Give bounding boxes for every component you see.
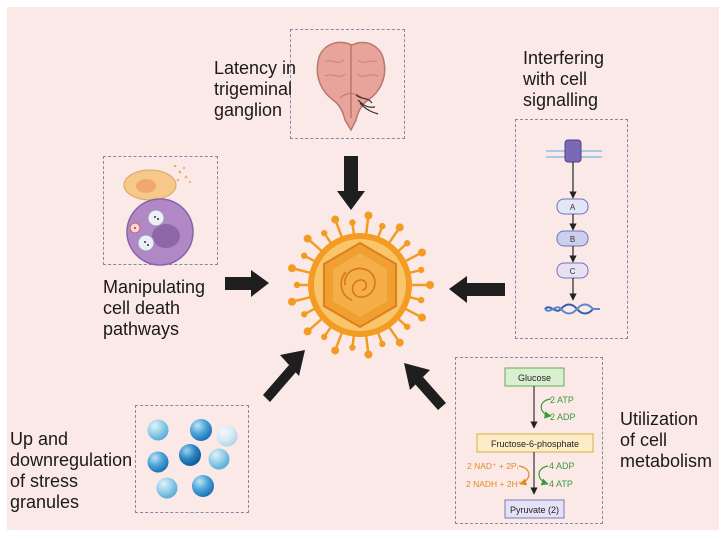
atp-in-text: 2 ATP — [550, 395, 574, 405]
signal-label-c: C — [570, 267, 576, 276]
virus-spike-head — [395, 223, 404, 232]
virus-spike-head — [349, 219, 356, 226]
f6p-text: Fructose-6-phosphate — [491, 439, 579, 449]
virus-spike-head — [364, 350, 373, 359]
glucose-text: Glucose — [518, 373, 551, 383]
virus-spike-head — [331, 215, 340, 224]
arrow-from-cell-death — [225, 270, 269, 297]
signal-label-b: B — [570, 235, 575, 244]
glycolysis-icon: Glucose 2 ATP 2 ADP Fructose-6-phosphate… — [466, 367, 594, 519]
nadh-out-text: 2 NADH + 2H⁺ — [466, 479, 523, 489]
arrow-from-stress-granules — [263, 350, 305, 402]
virus-spike-head — [321, 229, 328, 237]
signalling-pathway-icon: A B C — [544, 139, 602, 315]
arrow-from-latency — [337, 156, 365, 210]
virus-spike-head — [349, 344, 356, 351]
f6p-box — [476, 433, 594, 453]
virus-spike-head — [379, 222, 386, 230]
virus-spike-head — [403, 323, 411, 330]
virus-spike-head — [364, 211, 373, 220]
virus-icon — [308, 233, 412, 337]
virus-spike-head — [417, 248, 426, 257]
virus-spike-head — [379, 340, 386, 348]
stress-granule-panel — [135, 405, 249, 513]
virus-spike-head — [417, 296, 425, 304]
arrows — [225, 156, 505, 410]
pyruvate-text: Pyruvate (2) — [510, 505, 559, 515]
metabolism-panel — [455, 357, 603, 524]
virus-spike-head — [403, 240, 411, 247]
pyruvate-box — [504, 499, 565, 519]
adp-out-text: 2 ADP — [550, 412, 576, 422]
virus-spike-head — [331, 346, 340, 355]
virus-spike-head — [301, 252, 308, 259]
virus-spike-head — [426, 281, 434, 289]
virus-spike-head — [293, 281, 301, 289]
virus-spike-head — [395, 338, 404, 347]
virus-spike-head — [288, 297, 297, 306]
virus-spike-head — [288, 264, 297, 273]
virus-spike-head — [321, 333, 328, 341]
virus-spike-head — [303, 327, 312, 336]
atp-out-text: 4 ATP — [549, 479, 573, 489]
virus-spike-head — [417, 266, 425, 274]
virus-spike-head — [301, 311, 308, 318]
nad-in-text: 2 NAD⁺ + 2Pᵢ — [467, 461, 518, 471]
stress-granule-icon — [147, 419, 238, 499]
adp-in-text: 4 ADP — [549, 461, 575, 471]
arrow-from-metabolism — [404, 363, 446, 410]
virus-spike-head — [417, 313, 426, 322]
virus-spike-head — [303, 234, 312, 243]
signal-label-a: A — [570, 203, 576, 212]
arrow-from-signalling — [449, 276, 505, 303]
virus-spikes — [288, 211, 434, 359]
brain-icon — [316, 41, 386, 132]
latency-panel — [290, 29, 405, 139]
cell-death-icon — [123, 164, 194, 266]
signalling-panel — [515, 119, 628, 339]
